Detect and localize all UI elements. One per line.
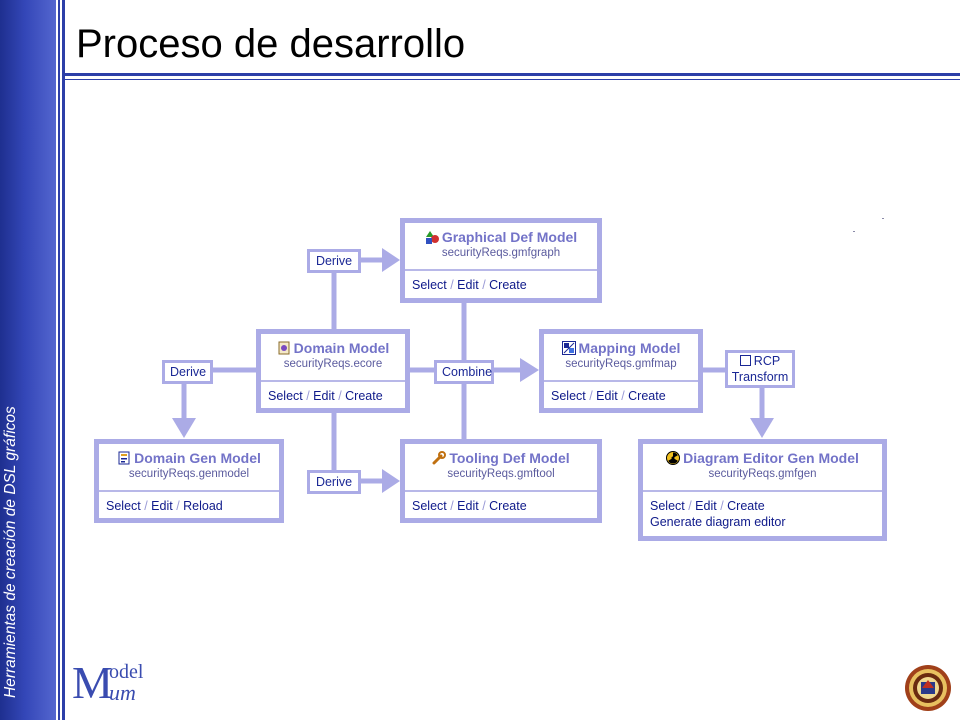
edit-link[interactable]: Edit [695, 499, 717, 513]
genmodel-icon [118, 451, 130, 465]
tooling-def-model-title: Tooling Def Model [449, 450, 570, 466]
rcp-checkbox[interactable] [739, 355, 751, 366]
edit-link[interactable]: Edit [457, 499, 479, 513]
mapping-model-title: Mapping Model [578, 340, 681, 356]
diagram-editor-gen-model-node[interactable]: Diagram Editor Gen Model securityReqs.gm… [638, 439, 887, 541]
select-link[interactable]: Select [650, 499, 685, 513]
create-link[interactable]: Create [489, 278, 527, 292]
select-link[interactable]: Select [412, 278, 447, 292]
select-link[interactable]: Select [268, 389, 303, 403]
edit-link[interactable]: Edit [596, 389, 618, 403]
graphical-def-model-node[interactable]: Graphical Def Model securityReqs.gmfgrap… [400, 218, 602, 303]
title-underline-thin [62, 79, 960, 80]
domain-gen-model-node[interactable]: Domain Gen Model securityReqs.genmodel S… [94, 439, 284, 523]
tooling-def-model-node[interactable]: Tooling Def Model securityReqs.gmftool S… [400, 439, 602, 523]
wrench-icon [432, 451, 447, 465]
graphical-def-model-file: securityReqs.gmfgraph [441, 247, 561, 259]
university-seal-icon [905, 665, 951, 711]
mapping-model-node[interactable]: Mapping Model securityReqs.gmfmap Select… [539, 329, 703, 413]
vertical-rule-inner [62, 0, 65, 720]
graphical-def-model-title: Graphical Def Model [441, 229, 578, 245]
domain-model-node[interactable]: Domain Model securityReqs.ecore Select /… [256, 329, 410, 413]
rcp-row: RCP [730, 353, 790, 369]
domain-model-title: Domain Model [293, 340, 390, 356]
ecore-icon [278, 341, 290, 355]
select-link[interactable]: Select [551, 389, 586, 403]
transform-text: Transform [731, 370, 789, 384]
title-underline [62, 73, 960, 76]
select-link[interactable]: Select [412, 499, 447, 513]
rcp-text: RCP [753, 354, 781, 368]
create-link[interactable]: Create [489, 499, 527, 513]
derive-label-left: Derive [162, 360, 213, 384]
logo-text-bottom: um [109, 680, 136, 705]
edit-link[interactable]: Edit [151, 499, 173, 513]
page-title: Proceso de desarrollo [76, 22, 466, 66]
create-link[interactable]: Create [727, 499, 765, 513]
map-icon [561, 341, 576, 355]
domain-model-file: securityReqs.ecore [283, 358, 383, 370]
domain-gen-model-file: securityReqs.genmodel [128, 468, 250, 480]
derive-label-bottom: Derive [307, 470, 361, 494]
logo-text-top: odel [109, 661, 144, 683]
domain-gen-model-title: Domain Gen Model [134, 450, 261, 466]
generate-diagram-editor-link[interactable]: Generate diagram editor [650, 515, 786, 529]
sidebar: Herramientas de creación de DSL gráficos [0, 0, 56, 720]
logo-letter-m: M [72, 657, 113, 708]
edit-link[interactable]: Edit [457, 278, 479, 292]
reload-link[interactable]: Reload [183, 499, 223, 513]
shapes-icon [425, 231, 439, 244]
radiation-icon [666, 451, 681, 465]
create-link[interactable]: Create [628, 389, 666, 403]
select-link[interactable]: Select [106, 499, 141, 513]
derive-label-top: Derive [307, 249, 361, 273]
rcp-transform-label: RCP Transform [725, 350, 795, 388]
tooling-def-model-file: securityReqs.gmftool [447, 468, 555, 480]
edit-link[interactable]: Edit [313, 389, 335, 403]
diagram-editor-gen-model-file: securityReqs.gmfgen [708, 468, 817, 480]
mapping-model-file: securityReqs.gmfmap [565, 358, 677, 370]
combine-label: Combine [434, 360, 494, 384]
diagram-editor-gen-model-title: Diagram Editor Gen Model [683, 450, 859, 466]
modelum-logo: M odel um [72, 660, 172, 710]
create-link[interactable]: Create [345, 389, 383, 403]
vertical-rule [58, 0, 60, 720]
